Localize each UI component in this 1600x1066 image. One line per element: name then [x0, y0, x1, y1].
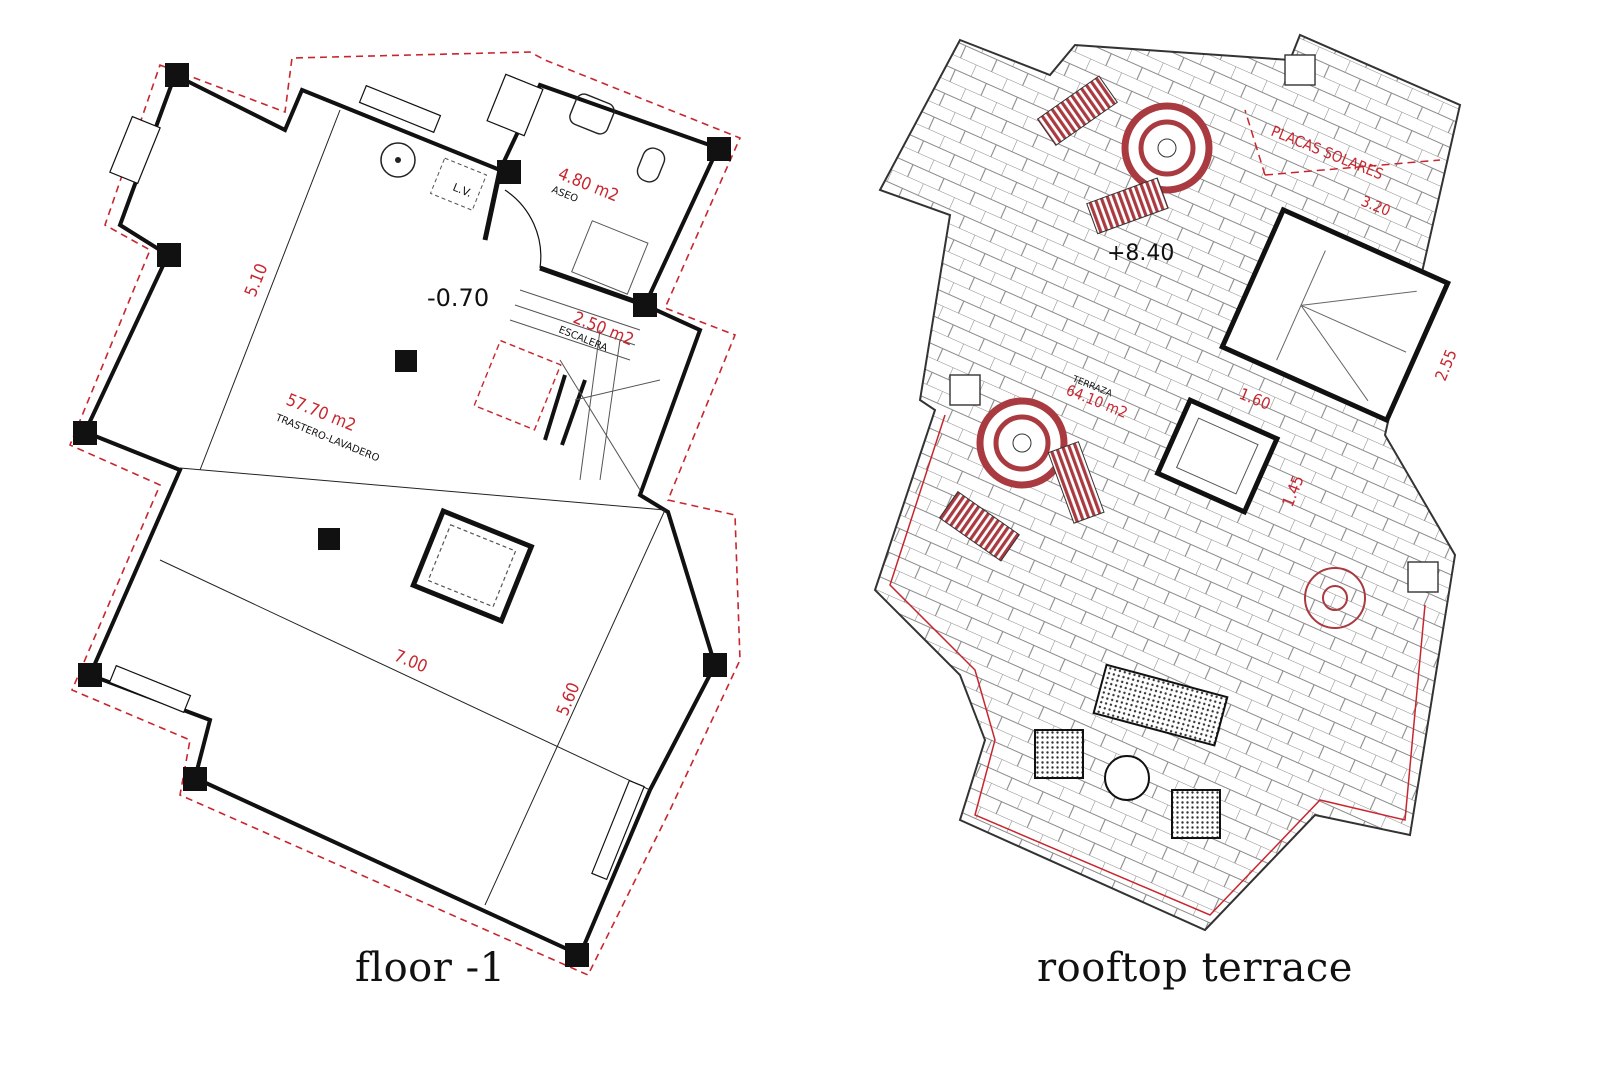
columns [73, 63, 731, 967]
sink-icon [380, 142, 416, 178]
level-label: +8.40 [1107, 241, 1174, 266]
sun-lounger-icon [1036, 75, 1119, 147]
floor-minus-1-plan: -0.70 4.80 m2 ASEO L.V. 2.50 m2 ESCALERA… [68, 51, 742, 977]
sun-lounger-icon [1047, 441, 1105, 524]
armchair-icon [1034, 729, 1084, 779]
floor-minus-1-caption: floor -1 [355, 945, 506, 991]
rooftop-terrace-caption: rooftop terrace [1037, 945, 1353, 991]
umbrella-icon [976, 397, 1068, 489]
dimension-outline [68, 51, 742, 977]
vent-icon [1407, 561, 1439, 593]
toilet-icon [636, 147, 666, 183]
sun-lounger-icon [938, 490, 1021, 562]
vent-icon [949, 374, 981, 406]
sun-lounger-icon [1086, 177, 1169, 235]
chimney [1154, 396, 1281, 516]
parapet-red [889, 414, 1426, 916]
stair-wall [543, 374, 587, 446]
rooftop-plan: +8.40 PLACAS SOLARES 3.20 TERRAZA 64.10 … [873, 33, 1462, 932]
sofa-icon [1092, 663, 1229, 747]
storage-dashed [473, 339, 562, 431]
stair-block [1218, 206, 1452, 424]
fire-pit-icon [1104, 755, 1150, 801]
staircase [509, 220, 661, 491]
chimney [410, 507, 535, 625]
umbrella-icon [1121, 102, 1213, 194]
table-set-icon [1304, 567, 1366, 629]
dimension-label: 2.55 [1431, 347, 1461, 384]
washing-machine-icon [429, 157, 488, 211]
armchair-icon [1171, 789, 1221, 839]
vent-icon [1284, 54, 1316, 86]
washbasin-icon [569, 93, 615, 135]
level-label: -0.70 [427, 284, 489, 312]
